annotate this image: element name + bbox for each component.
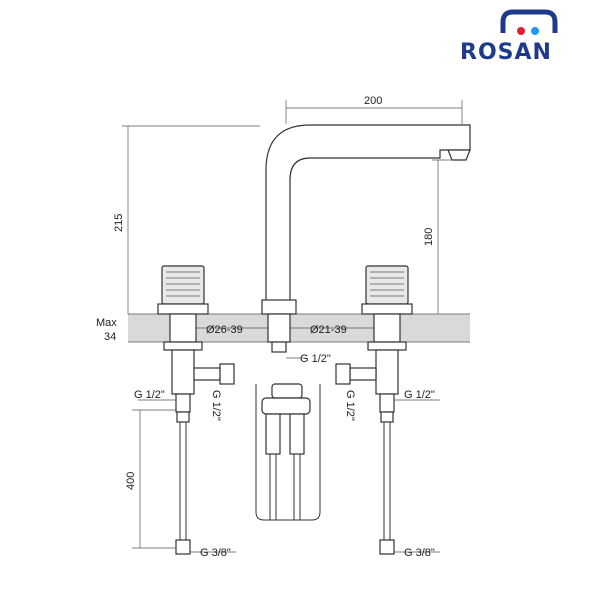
brand-name: ROSAN xyxy=(460,40,552,65)
dim-total-height: 215 xyxy=(113,214,125,232)
dim-deck-max-label: Max xyxy=(96,317,117,329)
logo-blue-dot xyxy=(531,27,539,35)
dim-hole-left: Ø26-39 xyxy=(206,324,243,336)
dim-deck-max-value: 34 xyxy=(104,331,116,343)
brand-logo: ROSAN xyxy=(460,9,558,65)
spout xyxy=(261,124,471,353)
dim-left-hose-end: G 3/8" xyxy=(200,547,231,559)
dim-spout-height: 180 xyxy=(423,228,435,246)
left-valve xyxy=(157,265,235,413)
dim-spout-reach: 200 xyxy=(364,95,382,107)
dim-left-side-connection: G 1/2" xyxy=(134,389,165,401)
dim-right-side-connection: G 1/2" xyxy=(404,389,435,401)
dim-hose-length: 400 xyxy=(125,472,137,490)
right-hose xyxy=(379,411,395,555)
dim-hole-center: Ø21-39 xyxy=(310,324,347,336)
dim-right-hose-end: G 3/8" xyxy=(404,547,435,559)
dim-right-valve-connection: G 1/2" xyxy=(344,390,356,421)
center-connector xyxy=(255,383,321,521)
dim-center-connection: G 1/2" xyxy=(300,353,331,365)
right-valve xyxy=(335,265,413,413)
dim-left-valve-connection: G 1/2" xyxy=(210,390,222,421)
left-hose xyxy=(175,411,191,555)
logo-red-dot xyxy=(517,27,525,35)
